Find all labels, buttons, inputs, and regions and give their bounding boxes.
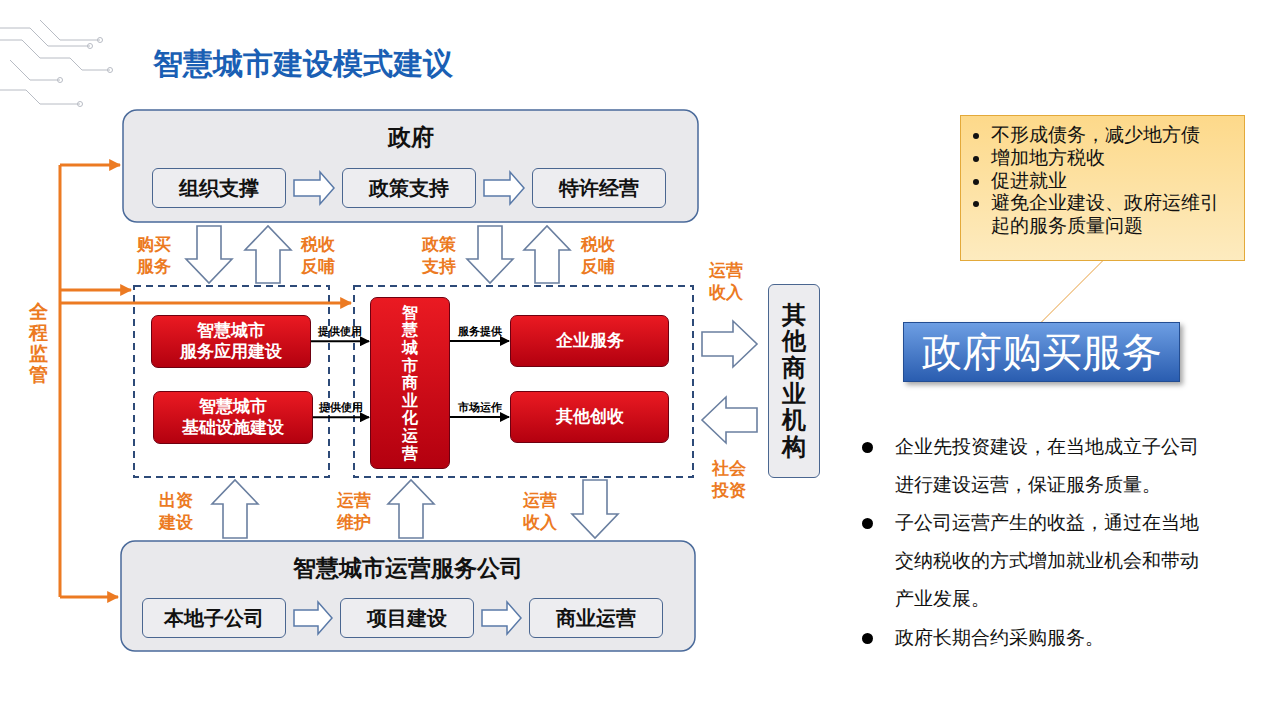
connector-label: 服务提供 [458, 324, 502, 339]
dashed-region [354, 286, 693, 477]
flow-label: 运营 收入 [708, 260, 744, 304]
flow-connector [311, 340, 369, 342]
flow-connector [450, 416, 509, 418]
box-text: 政策支持 [369, 175, 449, 202]
panel-heading: 政府 [123, 122, 698, 153]
box-text: 其他商业机构 [782, 302, 806, 460]
step-arrow [482, 602, 521, 634]
flow-arrow [702, 397, 757, 443]
step-box: 商业运营 [529, 598, 663, 638]
box-text: 商业运营 [556, 605, 636, 632]
flow-label: 社会 投资 [711, 458, 747, 502]
flow-arrow [702, 321, 757, 367]
step-box: 项目建设 [340, 598, 474, 638]
company-panel: 智慧城市运营服务公司本地子公司 项目建设 商业运营 [121, 541, 695, 651]
flow-arrow [524, 226, 570, 283]
box-text: 本地子公司 [164, 605, 264, 632]
panel-heading: 智慧城市运营服务公司 [121, 553, 695, 584]
flow-arrow [245, 226, 291, 283]
flow-connector [450, 340, 509, 342]
bullet-text: 避免企业建设、政府运维引起的服务质量问题 [991, 192, 1234, 238]
flow-arrow [572, 480, 618, 538]
bullet-list: 不形成债务，减少地方债增加地方税收促进就业避免企业建设、政府运维引起的服务质量问… [961, 116, 1244, 246]
flow-label: 税收 反哺 [300, 234, 336, 278]
flow-arrow [212, 480, 258, 538]
step-arrow [294, 172, 334, 204]
bullet-note: 子公司运营产生的收益，通过在当地交纳税收的方式增加就业机会和带动产业发展。 [895, 504, 1217, 618]
bullet-note: 企业先投资建设，在当地成立子公司进行建设运营，保证服务质量。 [895, 428, 1217, 504]
flow-label: 出资 建设 [158, 490, 194, 534]
flow-label: 政策 支持 [421, 234, 457, 278]
connector-label: 提供使用 [318, 324, 362, 339]
flow-arrow [467, 226, 513, 283]
box-text: 政府购买服务 [922, 325, 1162, 380]
bullet-text: 不形成债务，减少地方债 [991, 124, 1234, 147]
flow-connector [313, 416, 369, 418]
flow-label: 运营 收入 [522, 490, 558, 534]
flow-arrow [388, 480, 434, 538]
supervision-lines [60, 165, 351, 597]
supervision-label: 全程监管 [29, 302, 48, 386]
process-box: 智慧城市 服务应用建设 [151, 315, 311, 368]
step-box: 政策支持 [342, 168, 476, 208]
step-box: 组织支撑 [152, 168, 286, 208]
page-title: 智慧城市建设模式建议 [153, 44, 453, 85]
step-arrow [294, 602, 332, 634]
circuit-decoration [0, 20, 113, 107]
process-box: 企业服务 [510, 315, 669, 367]
government-panel: 政府组织支撑 政策支持 特许经营 [123, 110, 698, 222]
hub-box: 智慧城市 商业化运营 [370, 297, 450, 469]
step-arrow [484, 172, 524, 204]
model-banner: 政府购买服务 [903, 322, 1180, 382]
box-text: 智慧城市 服务应用建设 [158, 320, 304, 363]
flow-label: 购买 服务 [136, 234, 172, 278]
box-text: 企业服务 [556, 330, 624, 351]
box-text: 其他创收 [556, 406, 624, 427]
box-text: 项目建设 [367, 605, 447, 632]
box-text: 特许经营 [559, 175, 639, 202]
bullet-text: 促进就业 [991, 170, 1234, 193]
flow-label: 税收 反哺 [580, 234, 616, 278]
bullet-text: 增加地方税收 [991, 147, 1234, 170]
connector-label: 提供使用 [319, 400, 363, 415]
bullet-note: 政府长期合约采购服务。 [895, 619, 1217, 657]
process-box: 其他创收 [510, 391, 669, 443]
box-text: 智慧城市 基础设施建设 [160, 396, 306, 439]
dashed-region [134, 286, 329, 477]
panel-fill [121, 541, 695, 651]
box-text: 智慧城市 商业化运营 [402, 304, 418, 462]
connector-label: 市场运作 [458, 400, 502, 415]
process-box: 智慧城市 基础设施建设 [153, 391, 313, 444]
step-box: 本地子公司 [142, 598, 286, 638]
flow-arrows [186, 226, 757, 538]
container-fills [121, 110, 698, 651]
panel-fill [123, 110, 698, 222]
external-box: 其他商业机构 [768, 284, 820, 478]
box-text: 组织支撑 [179, 175, 259, 202]
flow-arrow [186, 226, 232, 283]
leader-line [1042, 261, 1103, 322]
step-box: 特许经营 [532, 168, 666, 208]
benefit-callout: 不形成债务，减少地方债增加地方税收促进就业避免企业建设、政府运维引起的服务质量问… [960, 115, 1245, 261]
flow-label: 运营 维护 [336, 490, 372, 534]
